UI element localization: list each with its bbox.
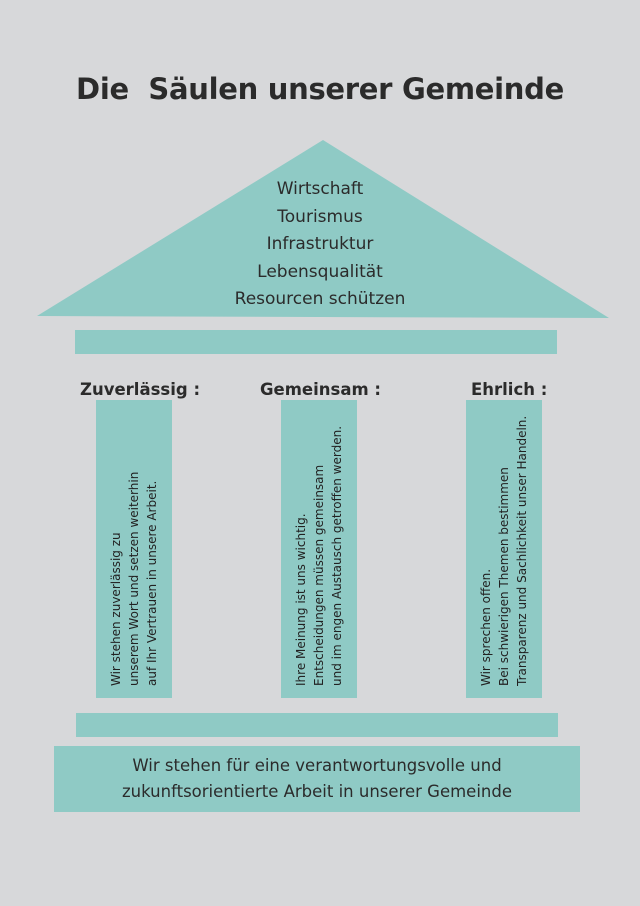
pillar-heading-ehrlich: Ehrlich : [471,380,548,399]
page-title: Die Säulen unserer Gemeinde [76,72,564,106]
pillar-line: Bei schwierigen Themen bestimmen [497,467,511,686]
base-block: Wir stehen für eine verantwortungsvolle … [54,746,580,812]
base-line: zukunftsorientierte Arbeit in unserer Ge… [122,782,512,801]
roof-line-wirtschaft: Wirtschaft [276,179,364,199]
roof-line-lebensqualitaet: Lebensqualität [257,261,383,282]
pillar-gemeinsam: Ihre Meinung ist uns wichtig. Entscheidu… [281,400,357,698]
base-line: Wir stehen für eine verantwortungsvolle … [132,756,502,775]
pillar-heading-zuverlaessig: Zuverlässig : [80,380,201,399]
pillar-line: Ihre Meinung ist uns wichtig. [294,513,308,686]
pillar-text: Wir stehen zuverlässig zu unserem Wort u… [96,406,172,692]
roof-line-resourcen: Resourcen schützen [234,289,406,309]
lower-beam [76,713,558,737]
pillar-line: Wir sprechen offen. [479,568,493,686]
roof-line-tourismus: Tourismus [277,206,363,227]
pillar-line: Entscheidungen müssen gemeinsam [312,464,326,686]
pillar-line: und im engen Austausch getroffen werden. [330,425,344,686]
roof-text: Wirtschaft Tourismus Infrastruktur Leben… [0,176,640,314]
pillar-line: unserem Wort und setzen weiterhin [127,471,141,686]
upper-beam [75,330,557,354]
pillar-text: Ihre Meinung ist uns wichtig. Entscheidu… [281,406,357,692]
pillar-line: Wir stehen zuverlässig zu [109,532,123,686]
pillar-heading-gemeinsam: Gemeinsam : [260,380,382,399]
pillar-line: Transparenz und Sachlichkeit unser Hande… [515,415,529,686]
pillar-zuverlaessig: Wir stehen zuverlässig zu unserem Wort u… [96,400,172,698]
pillar-line: auf Ihr Vertrauen in unsere Arbeit. [145,480,159,686]
pillar-ehrlich: Wir sprechen offen. Bei schwierigen Them… [466,400,542,698]
pillar-text: Wir sprechen offen. Bei schwierigen Them… [466,406,542,692]
roof-line-infrastruktur: Infrastruktur [266,234,374,254]
